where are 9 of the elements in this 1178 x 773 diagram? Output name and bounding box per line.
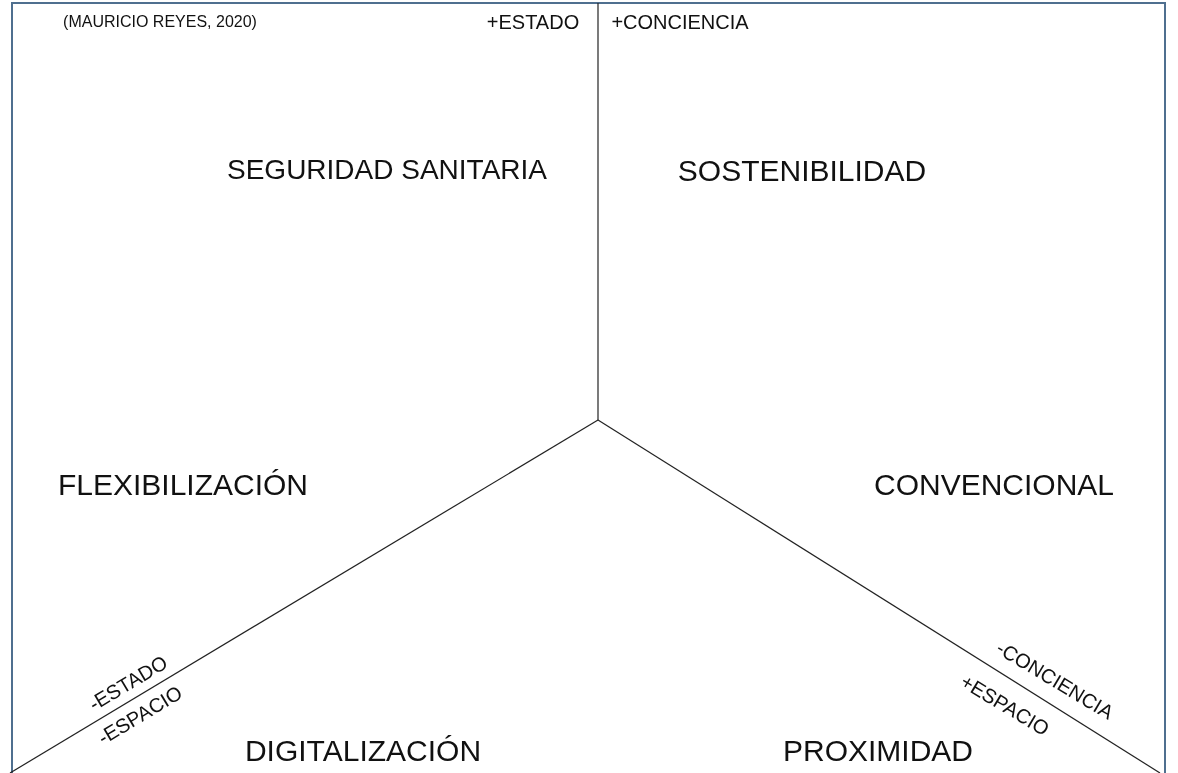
quadrant-label: DIGITALIZACIÓN: [244, 733, 482, 767]
axis-label: +CONCIENCIA: [611, 11, 749, 33]
source-citation: (MAURICIO REYES, 2020): [63, 13, 257, 31]
quadrant-label: PROXIMIDAD: [783, 733, 973, 767]
quadrant-label: CONVENCIONAL: [874, 467, 1114, 501]
quadrant-label: SOSTENIBILIDAD: [677, 153, 927, 187]
axis-label: +ESTADO: [486, 11, 580, 33]
quadrant-label: FLEXIBILIZACIÓN: [57, 467, 309, 501]
quadrant-label: SEGURIDAD SANITARIA: [227, 154, 547, 186]
